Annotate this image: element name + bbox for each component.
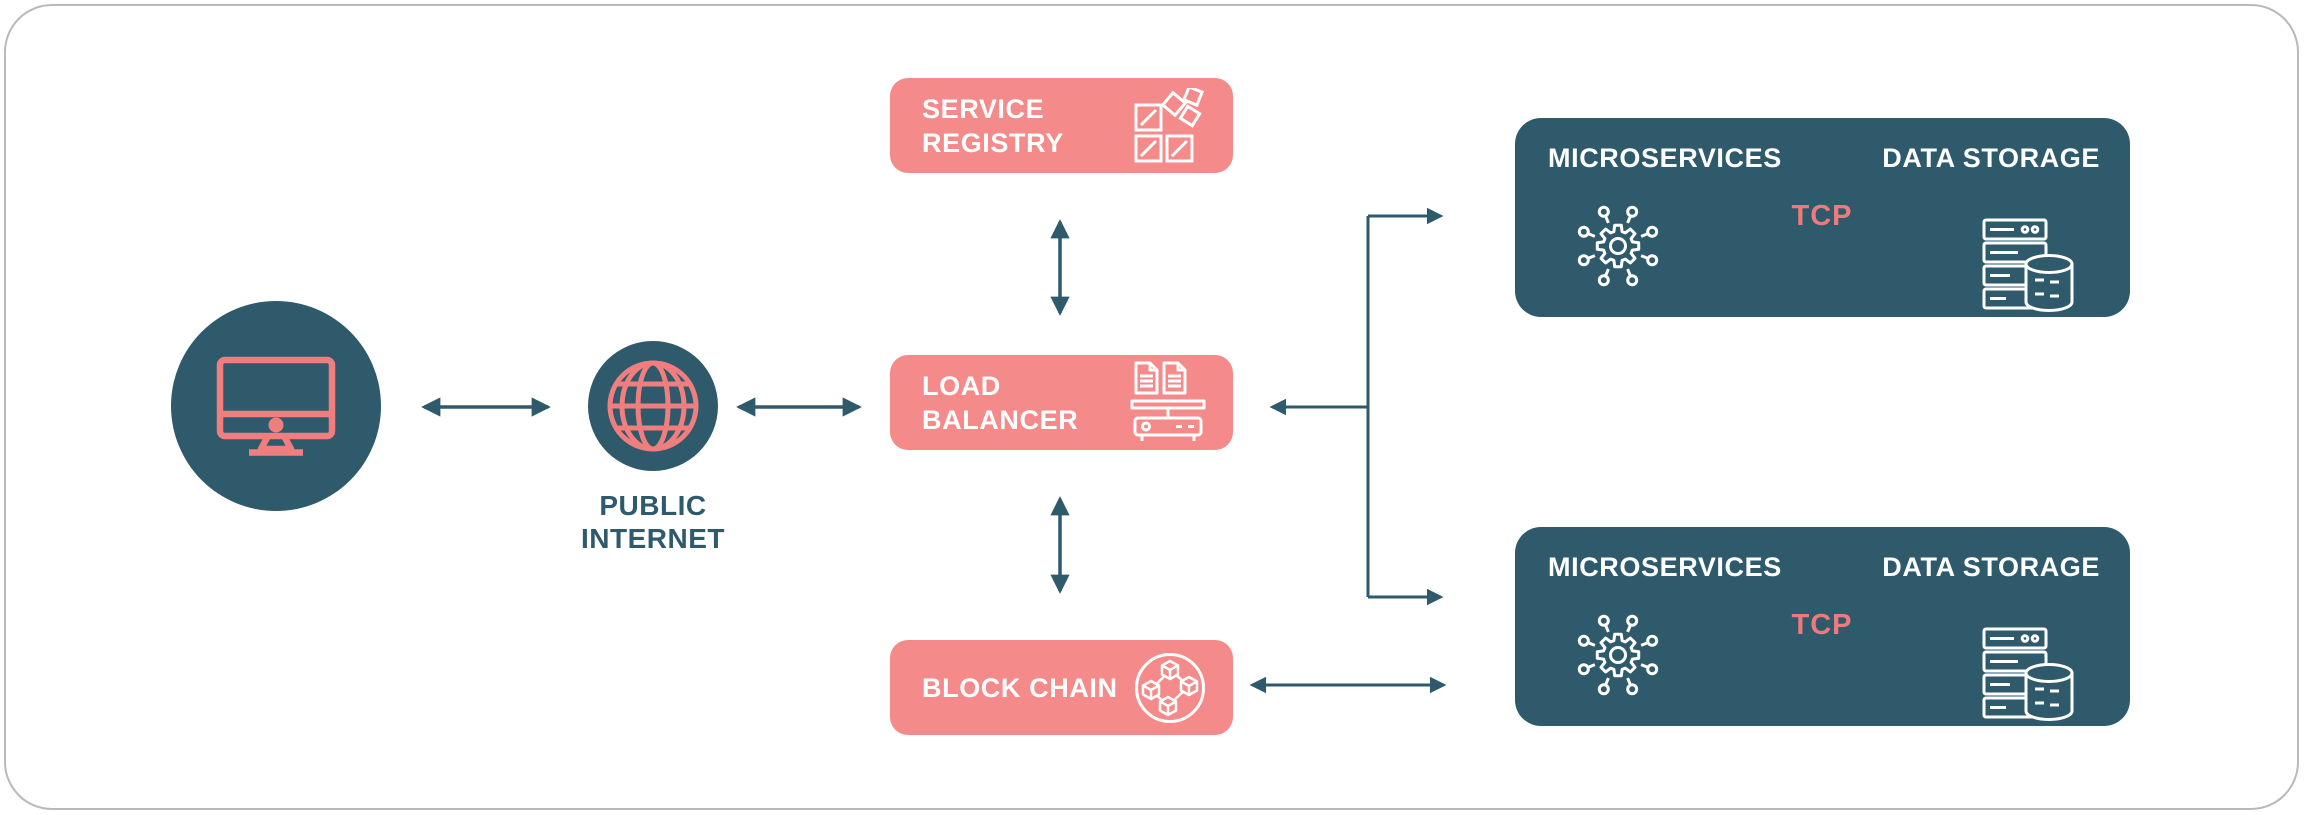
public-internet-label-line2: INTERNET <box>581 523 725 554</box>
service-registry-label-line2: REGISTRY <box>922 127 1064 158</box>
desktop-monitor-icon <box>216 356 336 456</box>
data-storage-label: DATA STORAGE <box>1882 143 2100 173</box>
database-server-icon <box>1982 218 2074 312</box>
load-balancer-node: LOAD BALANCER <box>890 355 1233 450</box>
tcp-label: TCP <box>1791 609 1853 641</box>
blockchain-icon <box>1135 652 1205 723</box>
tcp-label: TCP <box>1791 200 1853 232</box>
microservices-cluster-top: MICROSERVICES DATA STORAGE TCP <box>1515 118 2130 317</box>
service-registry-node: SERVICE REGISTRY <box>890 78 1233 173</box>
microservices-cluster-bottom: MICROSERVICES DATA STORAGE TCP <box>1515 527 2130 726</box>
load-balancer-label-line1: LOAD <box>922 370 1001 401</box>
load-balancer-label: LOAD BALANCER <box>890 369 1129 437</box>
registry-modules-icon <box>1134 87 1205 162</box>
microservices-label: MICROSERVICES <box>1548 143 1782 173</box>
block-chain-label-line1: BLOCK CHAIN <box>922 672 1118 703</box>
public-internet-label: PUBLIC INTERNET <box>523 489 783 555</box>
load-balancer-label-line2: BALANCER <box>922 404 1079 435</box>
microservices-gear-icon <box>1577 205 1659 287</box>
database-server-icon <box>1982 627 2074 721</box>
service-registry-label: SERVICE REGISTRY <box>890 92 1133 160</box>
block-chain-node: BLOCK CHAIN <box>890 640 1233 735</box>
canvas-border <box>4 4 2299 810</box>
block-chain-label: BLOCK CHAIN <box>890 671 1133 705</box>
load-balancer-icon <box>1130 361 1206 441</box>
microservices-label: MICROSERVICES <box>1548 552 1782 582</box>
blockchain-cubes <box>1141 659 1199 716</box>
client-node <box>171 301 381 511</box>
microservices-gear-icon <box>1577 614 1659 696</box>
data-storage-label: DATA STORAGE <box>1882 552 2100 582</box>
public-internet-label-line1: PUBLIC <box>599 490 707 521</box>
public-internet-node <box>588 341 718 471</box>
service-registry-label-line1: SERVICE <box>922 93 1045 124</box>
globe-icon <box>607 360 699 452</box>
